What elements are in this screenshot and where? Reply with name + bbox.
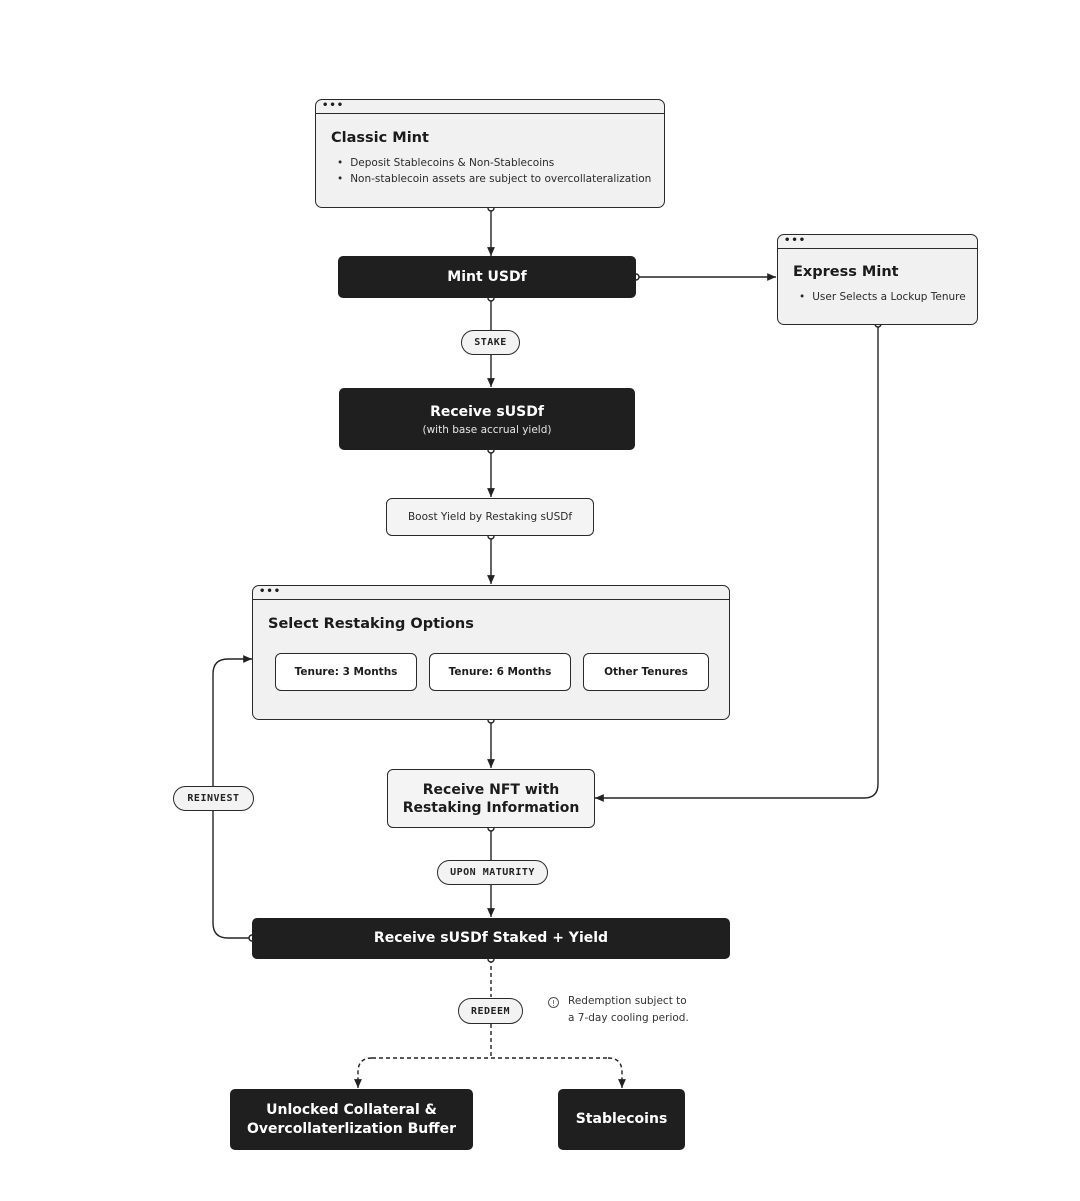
restaking-options-title: Select Restaking Options bbox=[268, 616, 474, 632]
express-mint-bullets: User Selects a Lockup Tenure bbox=[799, 291, 965, 307]
restaking-options-card: ••• Select Restaking Options Tenure: 3 M… bbox=[252, 585, 730, 720]
receive-nft-line1: Receive NFT with bbox=[422, 781, 560, 798]
bullet-item: Non-stablecoin assets are subject to ove… bbox=[337, 173, 651, 185]
stablecoins-label: Stablecoins bbox=[575, 1111, 668, 1127]
classic-mint-bullets: Deposit Stablecoins & Non-Stablecoins No… bbox=[337, 157, 651, 189]
receive-susdf-node: Receive sUSDf (with base accrual yield) bbox=[339, 388, 635, 450]
classic-mint-card: ••• Classic Mint Deposit Stablecoins & N… bbox=[315, 99, 665, 208]
unlocked-collateral-line1: Unlocked Collateral & bbox=[266, 1101, 437, 1118]
ellipsis-icon: ••• bbox=[322, 100, 345, 111]
window-title-bar: ••• bbox=[253, 586, 729, 600]
mint-usdf-label: Mint USDf bbox=[447, 268, 527, 285]
receive-nft-line2: Restaking Information bbox=[402, 799, 580, 816]
edge-to-unlocked bbox=[354, 1057, 373, 1088]
express-mint-card: ••• Express Mint User Selects a Lockup T… bbox=[777, 234, 978, 325]
bullet-item: Deposit Stablecoins & Non-Stablecoins bbox=[337, 157, 651, 169]
edge-express-to-nft bbox=[595, 324, 879, 802]
stablecoins-node: Stablecoins bbox=[558, 1089, 685, 1150]
ellipsis-icon: ••• bbox=[784, 235, 807, 246]
tenure-3-months-option[interactable]: Tenure: 3 Months bbox=[275, 653, 417, 691]
unlocked-collateral-line2: Overcollaterlization Buffer bbox=[246, 1120, 456, 1137]
redemption-note-line2: a 7-day cooling period. bbox=[568, 1012, 689, 1024]
receive-staked-yield-node: Receive sUSDf Staked + Yield bbox=[252, 918, 730, 959]
classic-mint-title: Classic Mint bbox=[331, 130, 429, 146]
window-title-bar: ••• bbox=[778, 235, 977, 249]
boost-yield-node: Boost Yield by Restaking sUSDf bbox=[386, 498, 594, 536]
window-title-bar: ••• bbox=[316, 100, 664, 114]
receive-staked-yield-label: Receive sUSDf Staked + Yield bbox=[373, 930, 609, 946]
bullet-item: User Selects a Lockup Tenure bbox=[799, 291, 965, 303]
receive-susdf-label: Receive sUSDf bbox=[430, 403, 544, 420]
redemption-note: Redemption subject to a 7-day cooling pe… bbox=[568, 993, 689, 1027]
info-icon: ! bbox=[548, 997, 559, 1008]
edge-to-stablecoins bbox=[607, 1057, 626, 1088]
redeem-pill: REDEEM bbox=[458, 998, 523, 1024]
mint-usdf-node: Mint USDf bbox=[338, 256, 636, 298]
receive-nft-node: Receive NFT with Restaking Information bbox=[387, 769, 595, 828]
reinvest-pill: REINVEST bbox=[173, 786, 254, 811]
unlocked-collateral-node: Unlocked Collateral & Overcollaterlizati… bbox=[230, 1089, 473, 1150]
other-tenures-option[interactable]: Other Tenures bbox=[583, 653, 709, 691]
upon-maturity-pill: UPON MATURITY bbox=[437, 860, 548, 885]
receive-susdf-sublabel: (with base accrual yield) bbox=[422, 423, 552, 436]
redemption-note-line1: Redemption subject to bbox=[568, 995, 687, 1007]
tenure-6-months-option[interactable]: Tenure: 6 Months bbox=[429, 653, 571, 691]
ellipsis-icon: ••• bbox=[259, 586, 282, 597]
stake-pill: STAKE bbox=[461, 330, 520, 355]
express-mint-title: Express Mint bbox=[793, 264, 899, 280]
